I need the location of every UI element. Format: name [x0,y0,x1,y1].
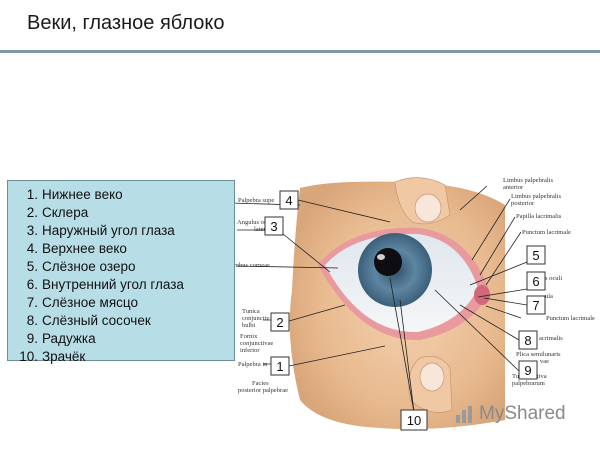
slide-title: Веки, глазное яблоко [27,12,225,34]
callout-6: 6 [526,271,546,291]
svg-text:10: 10 [407,413,421,428]
callout-3: 3 [264,216,284,236]
fingernail-upper [414,193,442,223]
pupil [374,248,402,276]
label-facies-2: posterior palpebrae [238,387,288,394]
svg-text:6: 6 [532,274,539,289]
label-tunica-bulbi-2: conjunctiv [242,315,270,322]
myshared-logo-icon [455,404,475,424]
label-palpebra-superior: Palpebra supe [238,197,274,204]
legend-item: 10.Зрачёк [19,349,86,364]
label-fornix-1: Fornix [240,333,258,340]
label-plica-1: Plica semilunaris [516,351,561,358]
svg-text:5: 5 [532,248,539,263]
label-fornix-3: inferior [240,347,260,354]
legend-item: 8.Слёзный сосочек [26,313,151,328]
legend-item: 7.Слёзное мясцо [26,295,138,310]
label-punctum-lacrimale-2: Punctum lacrimale [546,315,595,322]
label-papilla-lacrimalis: Papilla lacrimalis [516,213,562,220]
svg-text:1: 1 [276,359,283,374]
cornea-reflection [377,254,385,260]
label-angulus-medialis: s oculi [545,275,562,282]
fingernail-lower [419,362,445,392]
svg-text:4: 4 [285,193,292,208]
svg-text:8: 8 [524,333,531,348]
label-angulus-lateralis-1: Angulus oc [237,219,267,226]
label-lacrimalis: acrimalis [539,335,563,342]
callout-8: 8 [518,330,538,350]
label-limbus-posterior-2: posterior [511,200,535,207]
svg-text:2: 2 [276,315,283,330]
callout-10: 10 [400,409,428,431]
title-divider [0,50,600,53]
callout-4: 4 [279,190,299,210]
label-facies-1: Facies [252,380,269,387]
label-punctum-lacrimale-1: Punctum lacrimale [522,229,571,236]
watermark: MyShared [455,403,566,425]
legend-item: 6.Внутренний угол глаза [26,277,184,292]
legend-item: 5.Слёзное озеро [26,259,136,274]
svg-text:7: 7 [532,298,539,313]
label-tunica-bulbi-1: Tunica [242,308,260,315]
legend-item: 3.Наружный угол глаза [26,223,175,238]
legend-item: 2.Склера [26,205,89,220]
label-fornix-2: conjunctivae [240,340,273,347]
label-plica-2: vae [540,358,549,365]
watermark-text: MyShared [479,403,566,424]
label-palpebra-inferior: Palpebra in [238,361,268,368]
legend-panel: 1.Нижнее веко 2.Склера 3.Наружный угол г… [7,180,235,364]
label-limbus-anterior-1: Limbus palpebralis [503,177,553,184]
svg-text:3: 3 [270,219,277,234]
label-limbus-anterior-2: anterior [503,184,524,191]
callout-1: 1 [270,356,290,376]
callout-9: 9 [518,360,538,380]
callout-5: 5 [526,245,546,265]
label-angulus-lateralis-2: later [254,226,266,233]
label-caruncula: ula [545,293,553,300]
legend-item: 9.Радужка [26,331,96,346]
legend-item: 1.Нижнее веко [26,187,123,202]
callout-2: 2 [270,312,290,332]
legend-item: 4.Верхнее веко [26,241,127,256]
lacrimal-caruncle [474,285,490,305]
label-tunica-bulbi-3: bulbi [242,322,256,329]
svg-text:9: 9 [524,363,531,378]
label-palpebrarum: palpebrarum [512,380,545,387]
callout-7: 7 [526,295,546,315]
label-limbus-corneae: mbus corneae [234,262,270,269]
label-limbus-posterior-1: Limbus palpebralis [511,193,561,200]
